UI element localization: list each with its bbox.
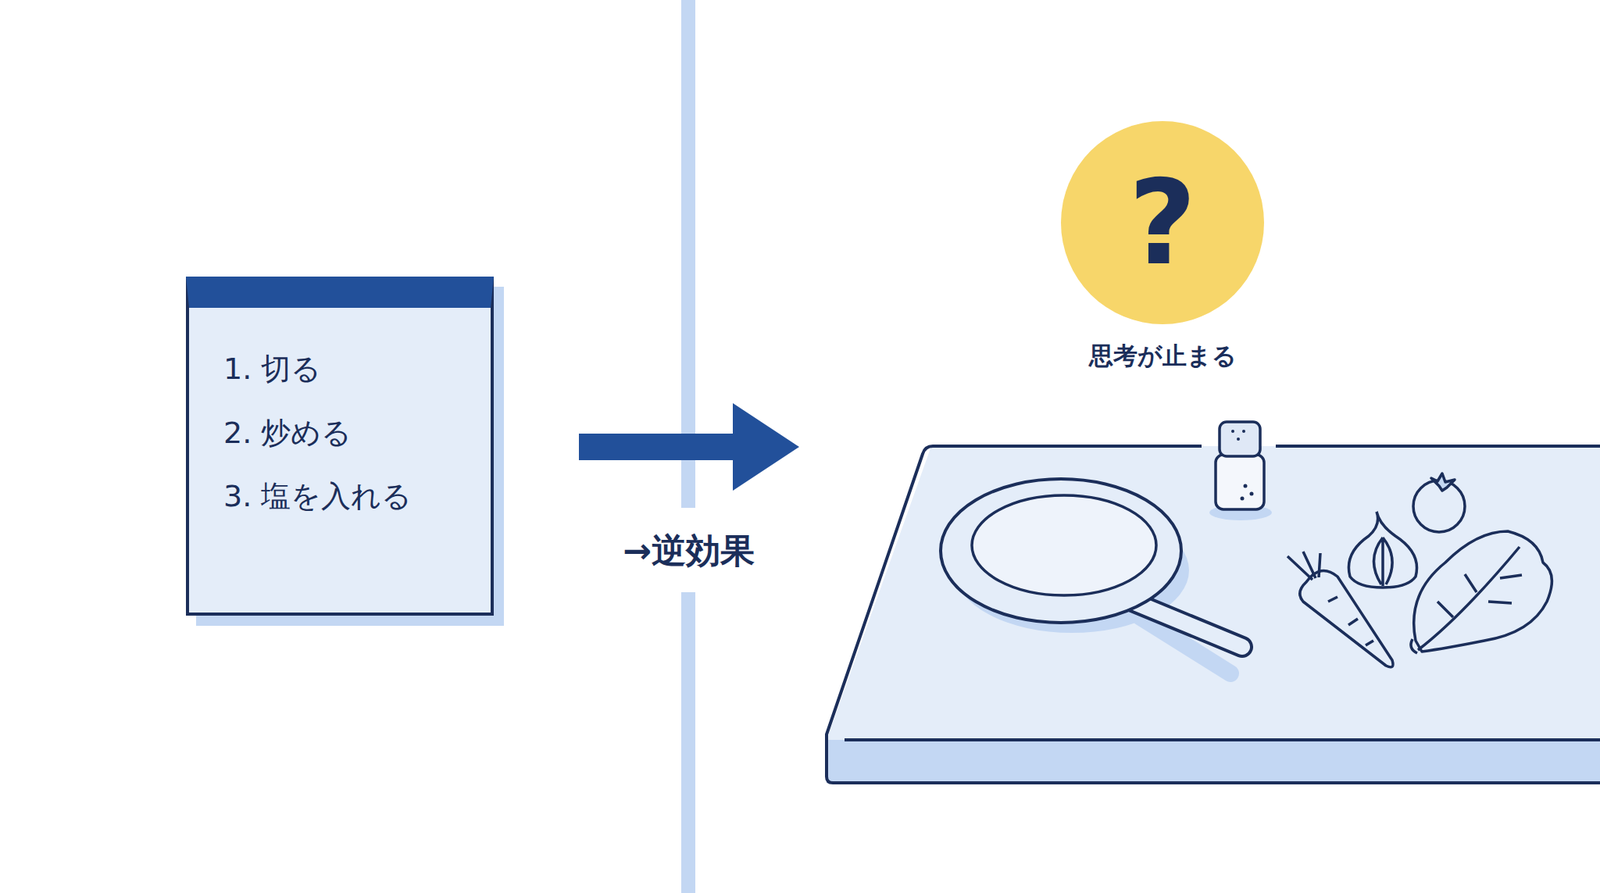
node-caption: 思考が止まる (1060, 339, 1265, 373)
leafy-greens (1410, 531, 1552, 654)
step-text: 3. 塩を入れる (223, 478, 468, 515)
divider-line (681, 592, 696, 893)
recipe-note: 1. 切る 2. 炒める 3. 塩を入れる (185, 276, 494, 616)
step-text: 1. 切る (223, 351, 468, 388)
circle-fill (1060, 121, 1265, 325)
effect-label: →逆効果 (617, 525, 760, 578)
tomato (1413, 473, 1465, 533)
divider-line (681, 0, 696, 508)
flow-arrow (578, 403, 800, 491)
step-text: 2. 炒める (223, 415, 468, 452)
salt-shaker (1209, 421, 1272, 521)
thought-circle: ? 思考が止まる (1060, 121, 1265, 379)
frying-pan (940, 478, 1243, 674)
onion (1348, 511, 1417, 588)
question-mark: ? (1060, 121, 1265, 325)
counter (826, 446, 1600, 783)
